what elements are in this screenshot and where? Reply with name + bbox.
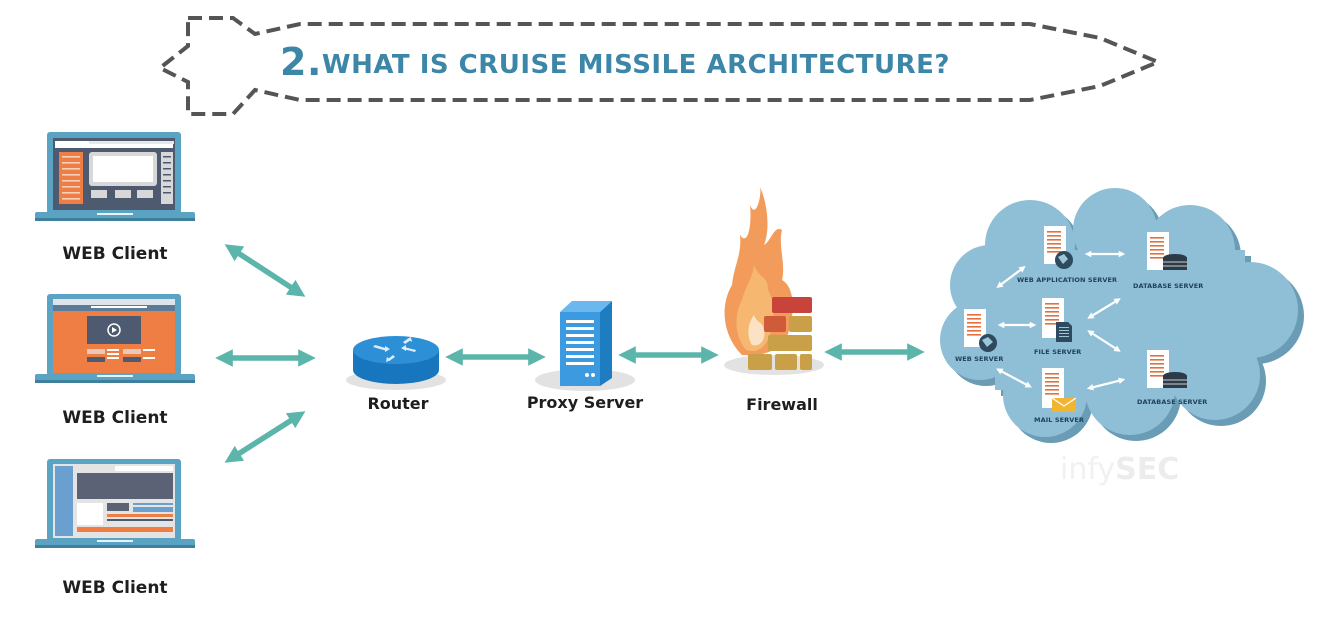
web-client-label: WEB Client	[35, 244, 195, 264]
server-label: DATABASE SERVER	[1137, 398, 1208, 406]
firewall-label: Firewall	[746, 395, 818, 414]
burning-brick-wall-icon	[724, 187, 824, 375]
client-label-bold: WEB	[62, 408, 106, 428]
laptop-dashboard-icon	[35, 132, 195, 221]
server-label: MAIL SERVER	[1034, 416, 1085, 424]
server-label: FILE SERVER	[1034, 348, 1082, 356]
router-icon	[346, 336, 446, 390]
client-label-rest: Client	[111, 578, 168, 598]
file-server-icon	[1042, 298, 1072, 342]
web-client-label: WEB Client	[35, 578, 195, 598]
laptop-video-icon	[35, 294, 195, 383]
mail-server-icon	[1042, 368, 1077, 412]
server-label: DATABASE SERVER	[1133, 282, 1204, 290]
watermark-brand-light: infy	[1060, 452, 1116, 487]
server-label: WEB SERVER	[955, 355, 1004, 363]
laptop-webpage-icon	[35, 459, 195, 548]
proxy-server-label: Proxy Server	[526, 393, 644, 412]
router-label: Router	[367, 394, 429, 413]
client-label-rest: Client	[111, 408, 168, 428]
page-title: 2.WHAT IS CRUISE MISSILE ARCHITECTURE?	[280, 40, 950, 84]
client-label-rest: Client	[111, 244, 168, 264]
server-tower-icon	[535, 301, 635, 391]
watermark-logo: infySEC	[1060, 452, 1179, 487]
database-server-icon	[1147, 232, 1187, 270]
web-application-server-icon	[1044, 226, 1073, 269]
watermark-brand-bold: SEC	[1115, 452, 1180, 487]
title-number: 2.	[280, 40, 322, 84]
arrow-client3-router	[224, 411, 306, 463]
missile-outline	[156, 16, 1164, 116]
title-text: WHAT IS CRUISE MISSILE ARCHITECTURE?	[321, 50, 950, 80]
web-client-label: WEB Client	[35, 408, 195, 428]
server-label: WEB APPLICATION SERVER	[1017, 276, 1118, 284]
client-label-bold: WEB	[62, 244, 106, 264]
client-label-bold: WEB	[62, 578, 106, 598]
web-server-icon	[964, 309, 997, 352]
database-server-icon	[1147, 350, 1187, 388]
arrow-client1-router	[224, 244, 306, 297]
